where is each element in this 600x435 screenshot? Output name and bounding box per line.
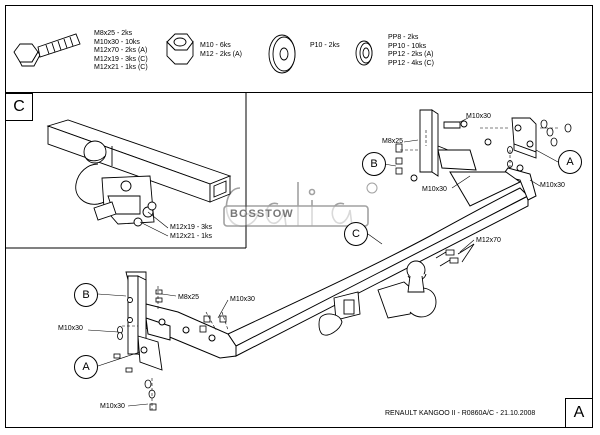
detail-c-corner-label: C [5, 93, 33, 121]
bolt-list-item: M12x19 - 3ks (C) [94, 55, 148, 63]
label-left-bottom-bolt: M10x30 [100, 403, 125, 410]
watermark-sub-text: BOSSTOW [230, 208, 294, 220]
spring-washer-list-item: PP12 - 4ks (C) [388, 59, 434, 67]
crossbar-drawing [145, 149, 537, 359]
label-ball-bolt: M12x70 [476, 237, 501, 244]
right-bracket-drawing [410, 109, 537, 182]
bolt-icon [13, 33, 81, 67]
assembly-guide-lines [122, 127, 560, 410]
detail-c-hitch-drawing [46, 119, 232, 227]
nut-list: M10 - 6ks M12 - 2ks (A) [200, 42, 242, 59]
spring-washer-list-item: PP8 - 2ks [388, 34, 419, 41]
sheet-corner-label: A [565, 398, 593, 428]
callout-a-left: A [74, 355, 98, 379]
spring-washer-list-item: PP10 - 10ks [388, 42, 427, 50]
bolt-list: M8x25 - 2ks M10x30 - 10ks M12x70 - 2ks (… [94, 30, 148, 73]
bolt-list-item: M12x21 - 1ks (C) [94, 64, 148, 71]
callout-b-left: B [74, 283, 98, 307]
washer-icon [268, 34, 296, 74]
right-hardware-drawing [395, 119, 572, 175]
label-left-m8: M8x25 [178, 294, 200, 301]
label-left-top-bolt: M10x30 [230, 296, 255, 303]
left-hardware-drawing [113, 289, 227, 411]
spring-washer-list-item: PP12 - 2ks (A) [388, 51, 434, 58]
bolt-list-item: M12x70 - 2ks (A) [94, 47, 148, 54]
detail-c-bolt-label: M12x21 - 1ks [170, 232, 213, 240]
label-right-side-bolt: M10x30 [540, 182, 565, 189]
drawing-frame [5, 5, 593, 428]
callout-a-right: A [558, 150, 582, 174]
callout-c-center: C [344, 222, 368, 246]
nut-icon [166, 33, 194, 65]
label-right-lower-bolt: M10x30 [422, 186, 447, 193]
spring-washer-icon [355, 40, 373, 66]
label-left-side-bolt: M10x30 [58, 325, 83, 332]
bolt-list-item: M8x25 - 2ks [94, 30, 133, 37]
washer-list: P10 - 2ks [310, 42, 340, 51]
parts-header [5, 5, 593, 93]
washer-list-item: P10 - 2ks [310, 42, 340, 49]
ball-bolts-drawing [435, 243, 475, 267]
nut-list-item: M10 - 6ks [200, 42, 231, 49]
bolt-list-item: M10x30 - 10ks [94, 38, 140, 46]
tow-ball-drawing [318, 260, 437, 336]
callout-b-right: B [362, 152, 386, 176]
nut-list-item: M12 - 2ks (A) [200, 50, 243, 58]
detail-c-bolt-labels: M12x19 - 3ks M12x21 - 1ks [170, 224, 212, 241]
drawing-caption: RENAULT KANGOO II - R0860A/C - 21.10.200… [385, 410, 536, 417]
detail-c-leaders [139, 211, 169, 237]
label-right-m8: M8x25 [382, 138, 404, 145]
detail-c-bolt-label: M12x19 - 3ks [170, 224, 213, 231]
label-right-top-bolt: M10x30 [466, 113, 491, 120]
spring-washer-list: PP8 - 2ks PP10 - 10ks PP12 - 2ks (A) PP1… [388, 34, 434, 68]
label-leaders [87, 117, 559, 407]
left-bracket-drawing [125, 271, 163, 371]
